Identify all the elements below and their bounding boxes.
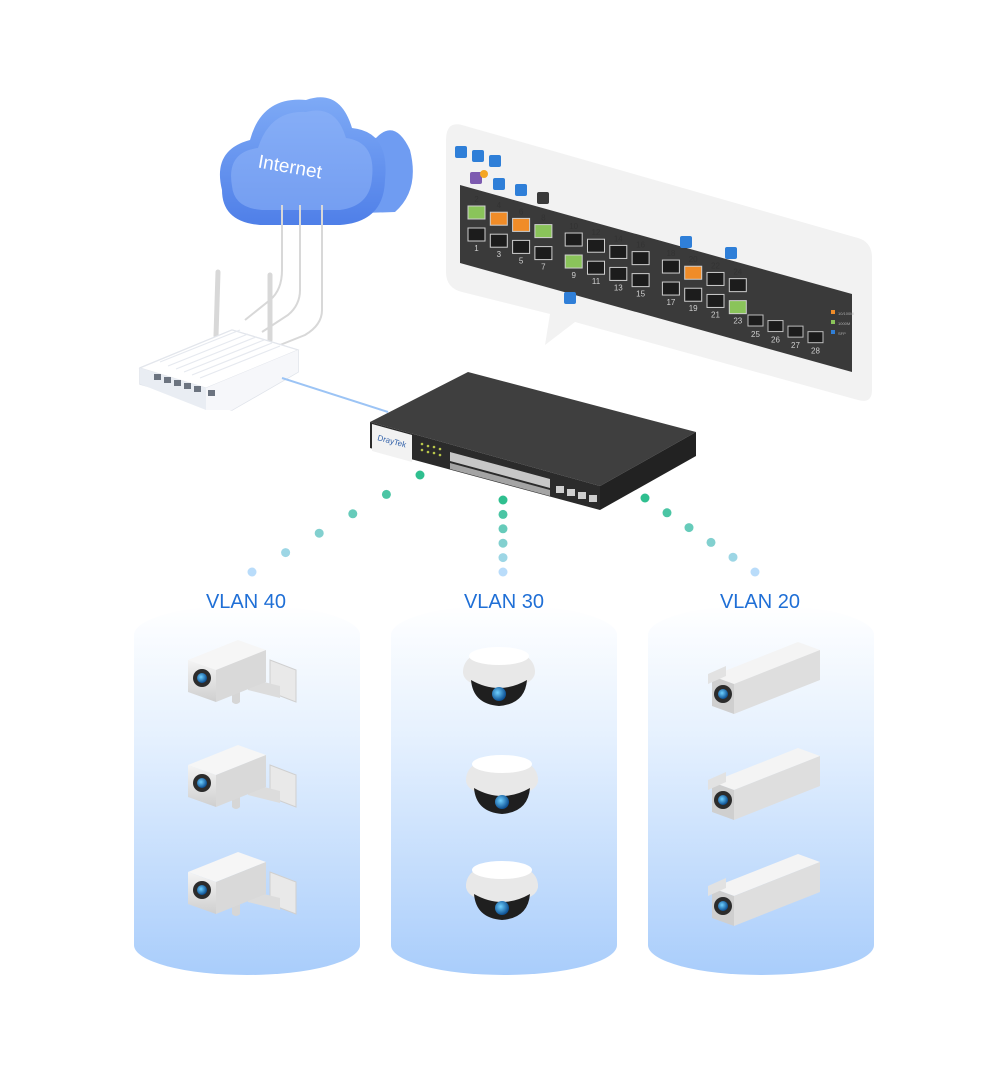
ethernet-port bbox=[564, 254, 583, 269]
vlan-20-cameras bbox=[708, 642, 820, 926]
port-number: 9 bbox=[571, 271, 576, 280]
ethernet-port bbox=[587, 260, 605, 275]
ethernet-port bbox=[489, 211, 508, 226]
ethernet-port bbox=[587, 238, 605, 253]
link-dot bbox=[498, 553, 508, 563]
port-number: 24 bbox=[733, 268, 742, 277]
port-number: 2 bbox=[474, 195, 479, 204]
sfp-grid: 25 26 27 28 bbox=[747, 314, 824, 356]
ethernet-port bbox=[512, 239, 531, 254]
camera-badge-icons bbox=[455, 146, 737, 304]
port-number: 1 bbox=[474, 244, 479, 253]
port-number: 13 bbox=[614, 283, 623, 292]
ethernet-port bbox=[631, 251, 650, 266]
ethernet-port bbox=[609, 244, 628, 259]
ethernet-port bbox=[684, 265, 703, 280]
port-number: 12 bbox=[592, 228, 601, 237]
port-number: 15 bbox=[636, 290, 645, 299]
port-number: 14 bbox=[614, 234, 623, 243]
sfp-port bbox=[767, 320, 784, 333]
poe-switch: DrayTek bbox=[370, 372, 696, 510]
ethernet-port bbox=[684, 287, 703, 302]
port-number: 19 bbox=[689, 304, 698, 313]
ethernet-port bbox=[564, 232, 583, 247]
ethernet-port bbox=[467, 205, 486, 220]
link-dot bbox=[314, 528, 324, 538]
vlan-label: VLAN 20 bbox=[720, 591, 800, 613]
vlan-links bbox=[247, 470, 760, 577]
ethernet-port bbox=[706, 293, 725, 308]
ethernet-port bbox=[728, 300, 747, 315]
port-number: 8 bbox=[541, 214, 546, 223]
port-number: 4 bbox=[497, 201, 502, 210]
port-number: 11 bbox=[592, 277, 601, 286]
link-dot bbox=[706, 537, 716, 547]
port-number: 28 bbox=[811, 347, 820, 356]
port-legend: 10/100M 1000M SFP bbox=[831, 310, 854, 336]
ethernet-port bbox=[661, 259, 680, 274]
router bbox=[138, 269, 300, 411]
internet-cables bbox=[244, 205, 323, 346]
port-number: 18 bbox=[666, 249, 675, 258]
link-dot bbox=[381, 489, 391, 499]
ethernet-port bbox=[609, 266, 628, 281]
legend-item: SFP bbox=[838, 331, 846, 336]
link-dot bbox=[684, 523, 694, 533]
ethernet-port bbox=[489, 233, 508, 248]
port-number: 27 bbox=[791, 341, 800, 350]
port-number: 20 bbox=[689, 255, 698, 264]
link-dot bbox=[498, 524, 508, 534]
port-number: 7 bbox=[541, 263, 546, 272]
port-number: 25 bbox=[751, 330, 760, 339]
ethernet-port bbox=[661, 281, 680, 296]
ethernet-port bbox=[631, 273, 650, 288]
link-dot bbox=[498, 495, 508, 505]
link-dot bbox=[247, 567, 257, 577]
link-dot bbox=[281, 548, 291, 558]
link-dot bbox=[498, 538, 508, 548]
port-number: 21 bbox=[711, 310, 720, 319]
link-dot bbox=[498, 567, 508, 577]
legend-item: 10/100M bbox=[838, 311, 854, 316]
link-dot bbox=[750, 567, 760, 577]
port-number: 22 bbox=[711, 261, 720, 270]
link-dot bbox=[728, 552, 738, 562]
router-switch-link bbox=[281, 377, 389, 413]
router-ports bbox=[154, 374, 215, 396]
ethernet-port bbox=[534, 224, 553, 239]
switch-leds bbox=[420, 442, 442, 457]
ethernet-port bbox=[728, 278, 747, 293]
ethernet-port bbox=[706, 271, 725, 286]
port-number: 26 bbox=[771, 336, 780, 345]
port-number: 17 bbox=[666, 298, 675, 307]
port-panel-callout: 246810121416182022241357911131517192123 … bbox=[446, 124, 872, 401]
port-number: 5 bbox=[519, 256, 524, 265]
switch-front-ports bbox=[450, 452, 597, 502]
vlan-label: VLAN 40 bbox=[206, 591, 286, 613]
internet-cloud: Internet bbox=[219, 97, 413, 225]
link-dot bbox=[415, 470, 425, 480]
port-number: 23 bbox=[733, 317, 742, 326]
legend-item: 1000M bbox=[838, 321, 850, 326]
port-number: 10 bbox=[569, 222, 578, 231]
link-dot bbox=[498, 509, 508, 519]
link-dot bbox=[348, 509, 358, 519]
link-dot bbox=[662, 508, 672, 518]
ethernet-port bbox=[534, 246, 553, 261]
sfp-port bbox=[747, 314, 764, 327]
port-number: 6 bbox=[519, 207, 524, 216]
port-number: 3 bbox=[497, 250, 502, 259]
ethernet-port bbox=[512, 217, 531, 232]
sfp-port bbox=[807, 331, 824, 344]
vlan-label: VLAN 30 bbox=[464, 591, 544, 613]
link-dot bbox=[640, 493, 650, 503]
port-number: 16 bbox=[636, 241, 645, 250]
sfp-port bbox=[787, 325, 804, 338]
ethernet-port bbox=[467, 227, 486, 242]
